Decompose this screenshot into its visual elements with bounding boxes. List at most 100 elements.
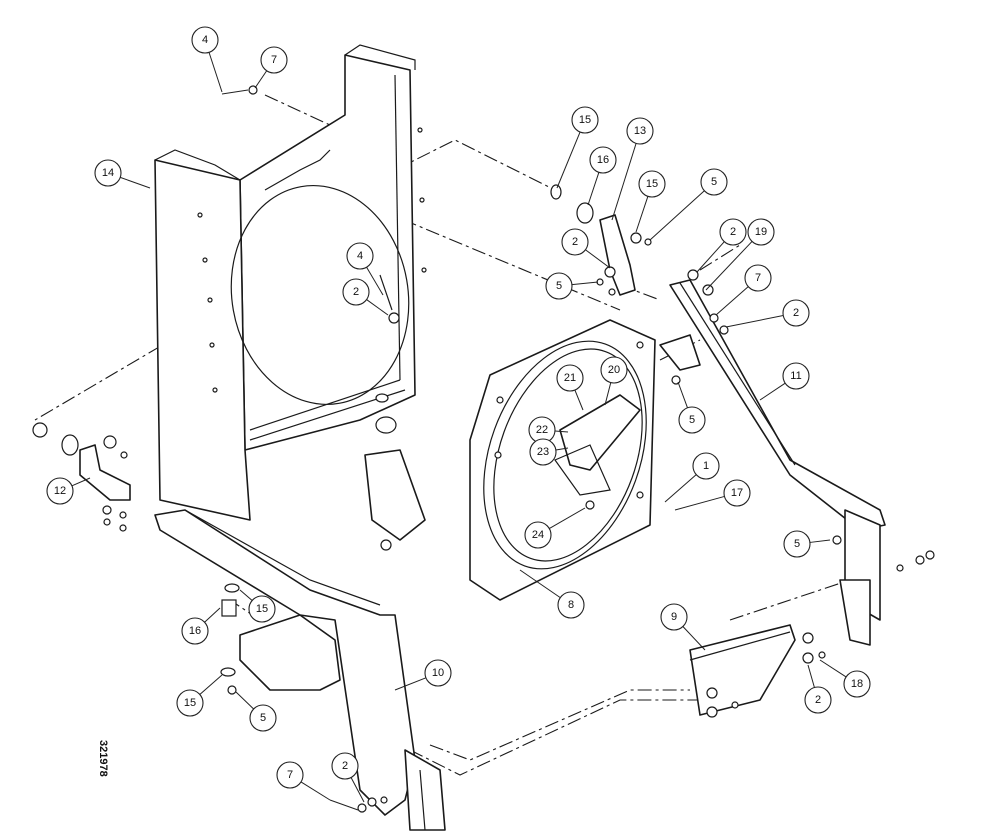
callout-leader — [204, 607, 221, 623]
callout-bubble — [556, 364, 584, 392]
callout-label: 12 — [54, 485, 66, 497]
callout-bubble — [46, 477, 74, 505]
callout-bubble — [524, 521, 552, 549]
callout-bubble — [557, 591, 585, 619]
callout-leader — [556, 131, 581, 189]
top-bolt — [221, 85, 258, 95]
callout-leader — [705, 241, 753, 291]
callout-bubble — [782, 362, 810, 390]
callout-leader — [239, 589, 253, 601]
callout-leader — [677, 381, 688, 408]
callout-bubble — [678, 406, 706, 434]
callout-label: 2 — [353, 286, 359, 298]
callout-bubble — [342, 278, 370, 306]
callout-bubble — [249, 704, 277, 732]
support-plate — [689, 624, 826, 718]
callout-label: 15 — [646, 178, 658, 190]
callout-label: 18 — [851, 678, 863, 690]
callout-label: 11 — [790, 370, 801, 382]
fan-shroud — [154, 44, 427, 551]
callout-bubble — [346, 242, 374, 270]
callout-bubble — [94, 159, 122, 187]
callout-leader — [809, 539, 831, 543]
callout-leader — [807, 664, 815, 688]
callout-label: 23 — [537, 446, 549, 458]
callout-label: 5 — [794, 538, 800, 550]
callout-label: 2 — [342, 760, 348, 772]
callout-leader — [300, 781, 331, 801]
lower-mount — [220, 583, 341, 695]
callout-label: 16 — [597, 154, 609, 166]
callout-bubble — [600, 356, 628, 384]
callout-leader — [366, 266, 384, 296]
callout-leader — [120, 176, 151, 189]
callout-leader — [208, 52, 223, 93]
callout-leader — [571, 281, 599, 286]
callout-label: 7 — [755, 272, 761, 284]
callout-label: 1 — [703, 460, 709, 472]
bracket-13 — [550, 184, 652, 296]
callout-leader — [725, 315, 784, 328]
callout-label: 15 — [184, 697, 196, 709]
hardware-bottom — [329, 796, 388, 813]
callout-bubble — [744, 264, 772, 292]
callout-label: 20 — [608, 364, 620, 376]
callout-leader — [674, 495, 725, 511]
fan-ring-plate — [469, 319, 656, 601]
callout-label: 14 — [102, 167, 114, 179]
callout-label: 4 — [202, 34, 208, 46]
callout-leader — [235, 691, 254, 710]
callout-leader — [696, 241, 725, 273]
callout-label: 22 — [536, 424, 548, 436]
callout-leader — [819, 659, 847, 678]
callout-label: 2 — [572, 236, 578, 248]
callout-bubble — [424, 659, 452, 687]
callout-leader — [519, 569, 561, 599]
callout-bubble — [719, 218, 747, 246]
callout-label: 17 — [731, 487, 743, 499]
callout-leader — [350, 777, 365, 803]
callout-bubble — [561, 228, 589, 256]
callout-label: 24 — [532, 529, 544, 541]
callout-bubble — [191, 26, 219, 54]
callout-label: 7 — [271, 54, 277, 66]
callout-bubble — [626, 117, 654, 145]
callout-bubble — [176, 689, 204, 717]
hardware-right — [659, 269, 729, 385]
callout-label: 8 — [568, 599, 574, 611]
callout-leader — [587, 172, 600, 206]
callout-label: 5 — [260, 712, 266, 724]
callout-label: 5 — [689, 414, 695, 426]
mount-bracket-left — [32, 422, 131, 532]
callout-label: 13 — [634, 125, 646, 137]
callout-label: 9 — [671, 611, 677, 623]
callout-bubble — [804, 686, 832, 714]
callout-bubble — [700, 168, 728, 196]
callout-leader — [759, 382, 786, 401]
callout-label: 5 — [556, 280, 562, 292]
callout-leader — [555, 447, 569, 451]
callout-label: 19 — [755, 226, 767, 238]
angled-brace — [669, 279, 935, 646]
callout-leader — [554, 430, 569, 433]
callout-bubble — [723, 479, 751, 507]
callout-leader — [604, 382, 612, 406]
callout-label: 16 — [189, 625, 201, 637]
callout-bubble — [181, 617, 209, 645]
callout-leader — [71, 477, 91, 487]
callout-label: 15 — [256, 603, 268, 615]
callout-bubble — [589, 146, 617, 174]
callout-bubble — [260, 46, 288, 74]
drawing-number: 321978 — [97, 740, 109, 777]
callout-bubble — [747, 218, 775, 246]
callout-leader — [649, 190, 705, 241]
callout-label: 15 — [579, 114, 591, 126]
callout-leader — [664, 474, 697, 503]
callout-label: 10 — [432, 667, 444, 679]
callout-leader — [585, 249, 611, 269]
callout-leader — [715, 286, 749, 316]
callout-bubble — [571, 106, 599, 134]
callout-label: 2 — [815, 694, 821, 706]
